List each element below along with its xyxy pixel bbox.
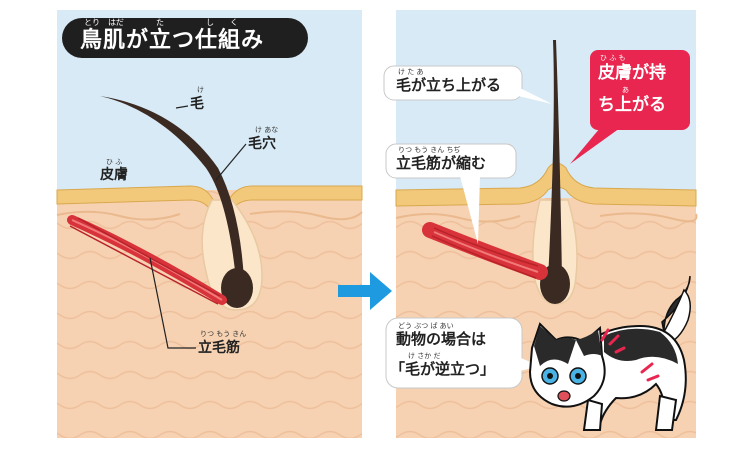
ruby-bubble-muscle: りつ もう きん ちぢ — [398, 146, 461, 154]
ruby-skin: ひ ふ — [106, 158, 123, 166]
ruby-animal-1: どう ぶつ ば あい — [398, 322, 454, 330]
left-hair-bulb — [221, 268, 253, 308]
title-ruby-ku: く — [230, 18, 238, 27]
bubble-animal-line1: 動物の場合は — [396, 330, 487, 348]
left-dermis-line — [56, 210, 181, 221]
title-ruby-shi: し — [206, 18, 214, 27]
bubble-muscle-tail — [460, 176, 480, 244]
callout-skin-tail — [570, 128, 620, 164]
ruby-callout-2: あ — [622, 86, 629, 94]
pointer-hair — [175, 105, 189, 109]
ruby-bubble-hair: け た あ — [398, 68, 424, 76]
bubble-hair-shape — [383, 65, 523, 101]
right-arrow-icon — [338, 272, 392, 310]
callout-skin-line2: ち上がる — [598, 95, 666, 115]
bubble-hair-text: 毛が立ち上がる — [396, 76, 502, 94]
label-muscle: 立毛筋 — [198, 340, 240, 356]
bubble-animal-line2: 「毛が逆立つ」 — [390, 360, 496, 378]
left-arrector-muscle — [67, 215, 227, 305]
right-panel — [383, 10, 698, 438]
title-ruby-hada: はだ — [108, 18, 124, 27]
pointer-pore — [215, 143, 247, 181]
bubble-animal-shape — [385, 317, 523, 389]
ruby-pore: け あな — [255, 126, 279, 134]
right-hair-shaft — [548, 40, 562, 280]
bubble-muscle-shape — [385, 143, 517, 179]
callout-skin-shape — [590, 50, 690, 130]
label-pore: 毛穴 — [248, 136, 276, 152]
label-hair: 毛 — [190, 96, 204, 112]
left-panel — [56, 10, 363, 438]
left-dermis-line — [249, 210, 363, 221]
ruby-callout-1: ひ ふ も — [600, 54, 626, 62]
ruby-hair-left: け — [197, 86, 204, 94]
title-ruby-ta: た — [156, 18, 164, 27]
label-skin: 皮膚 — [100, 167, 128, 183]
ruby-muscle-left: りつ もう きん — [200, 330, 247, 338]
pointer-muscle — [149, 257, 196, 349]
right-dermis-line — [395, 213, 521, 223]
ruby-animal-2: け さか だ — [408, 352, 441, 360]
bubble-animal-tail — [516, 356, 540, 372]
bubble-hair-tail — [516, 86, 552, 104]
title-banner — [62, 18, 308, 58]
callout-skin-line1: 皮膚が持 — [598, 63, 666, 83]
title-ruby-tori: とり — [84, 18, 100, 27]
cat-illustration — [528, 275, 691, 431]
bubble-muscle-text: 立毛筋が縮む — [396, 154, 487, 172]
page-title: 鳥肌が立つ仕組み — [80, 28, 265, 53]
right-arrector-muscle — [422, 222, 548, 280]
right-dermis-line — [599, 212, 698, 223]
